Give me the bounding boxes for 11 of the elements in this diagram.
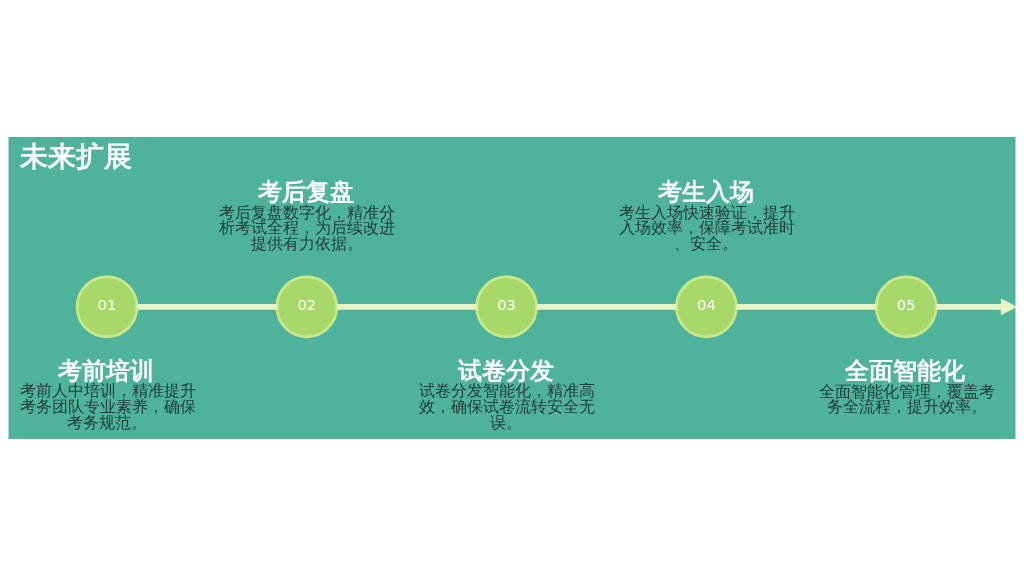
arrow xyxy=(936,298,1016,316)
connector xyxy=(536,304,677,310)
node-circle: 03 xyxy=(475,275,538,339)
node-circle: 01 xyxy=(75,275,139,339)
node-circle: 02 xyxy=(275,275,339,339)
connector xyxy=(336,304,477,310)
diagram-title: 未来扩展 xyxy=(19,139,132,173)
connector xyxy=(736,304,877,310)
node-circle: 04 xyxy=(675,275,738,339)
node-circle: 05 xyxy=(874,275,938,339)
connector xyxy=(137,304,277,310)
